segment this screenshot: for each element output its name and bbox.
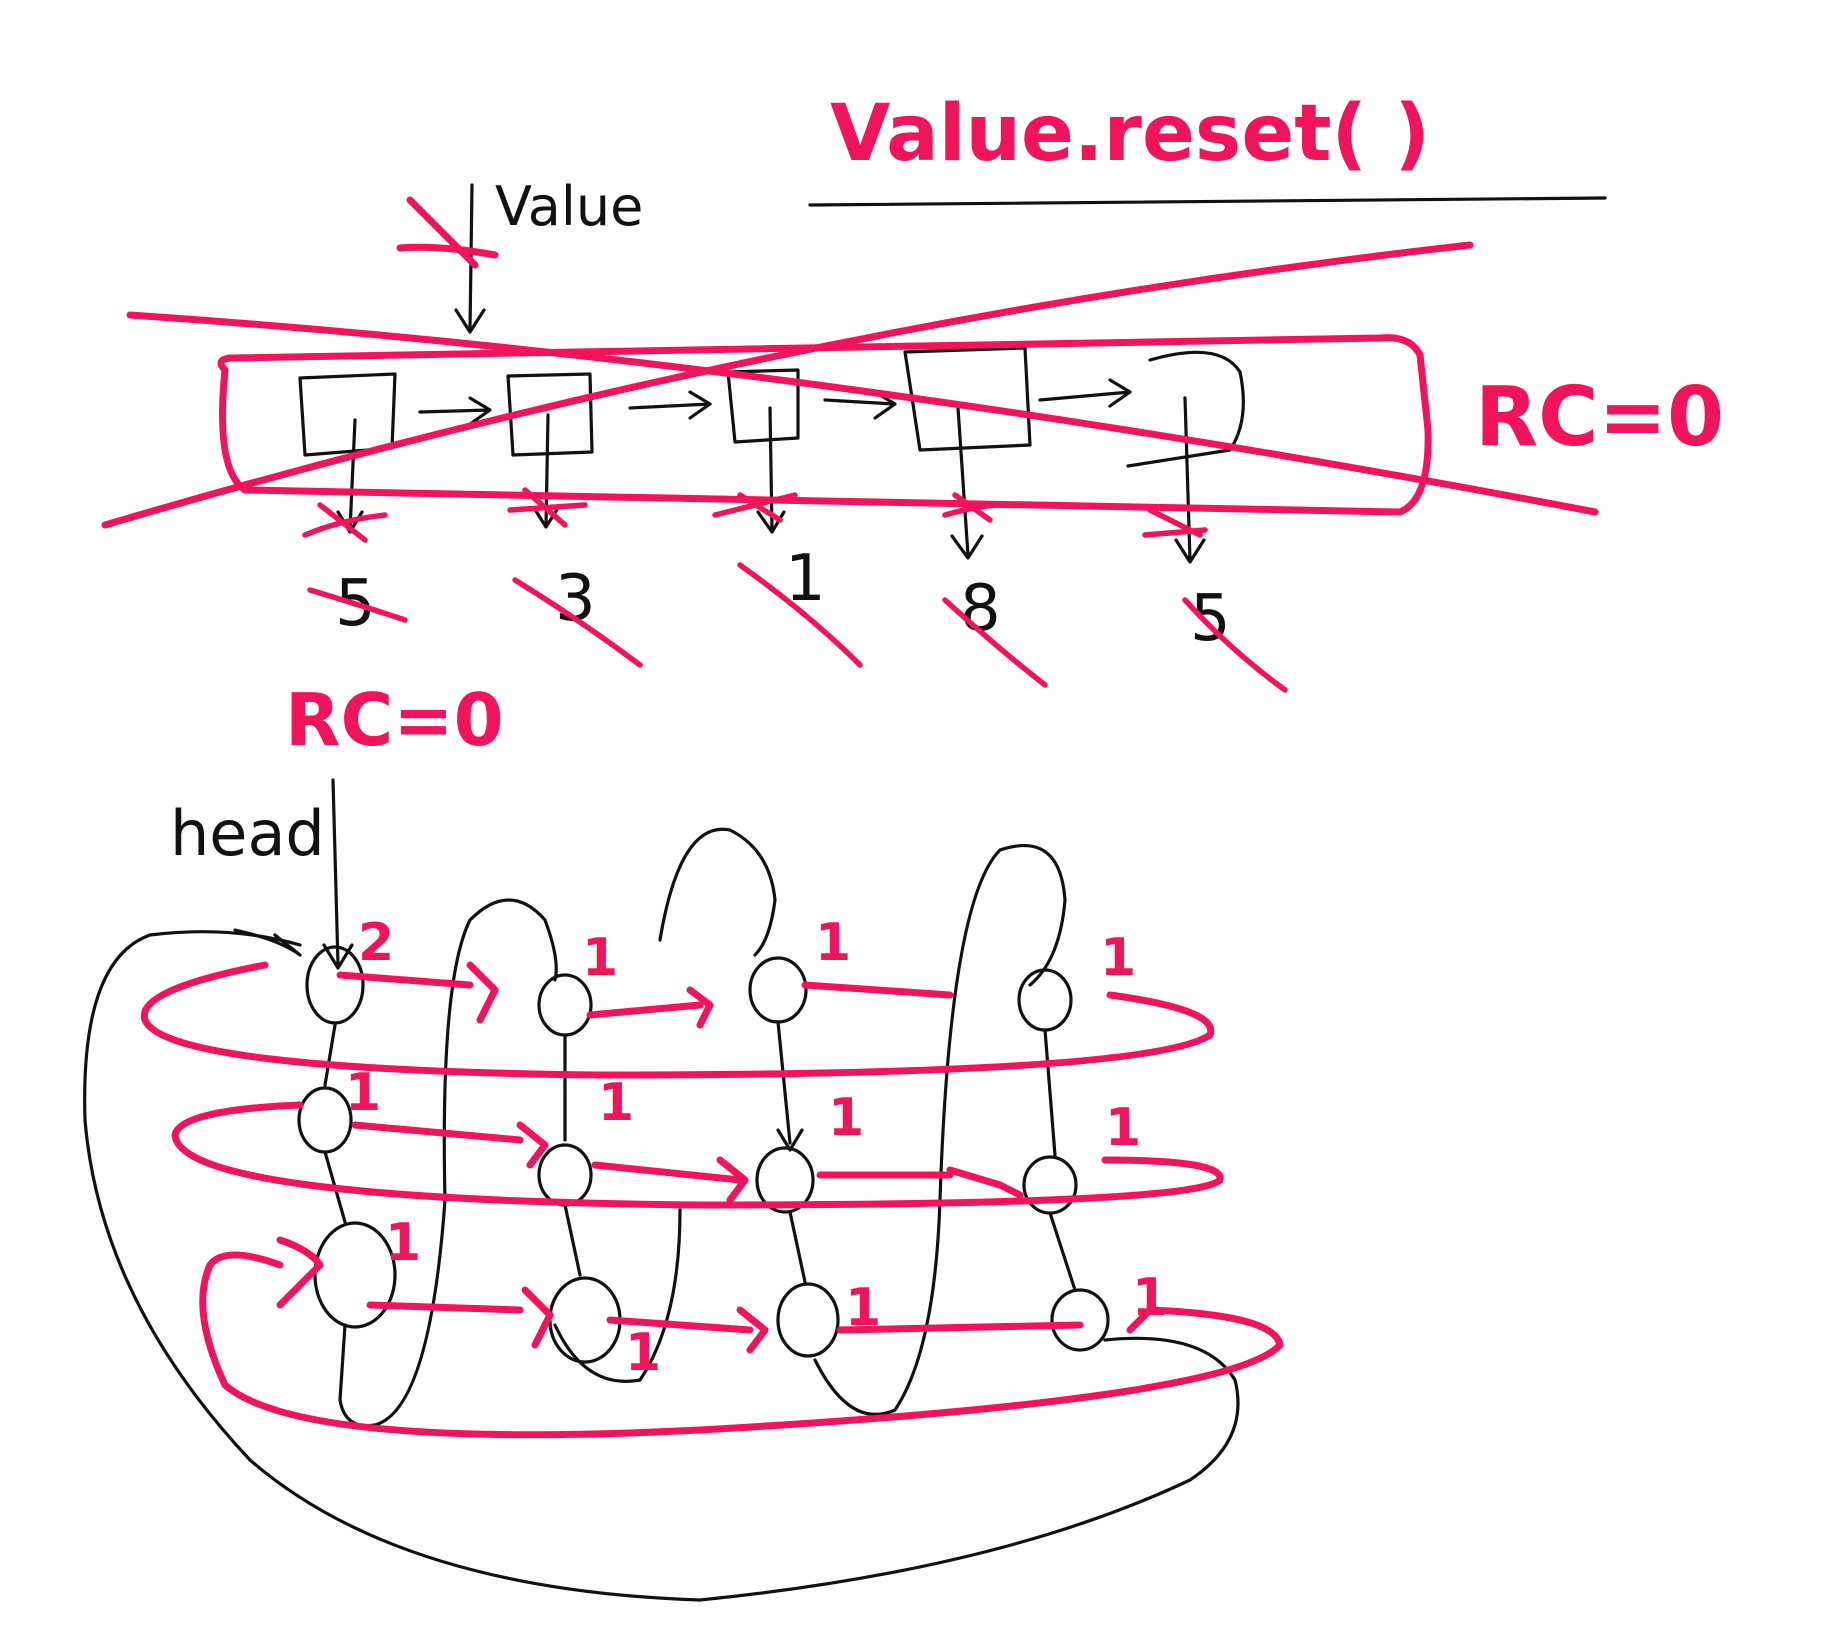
bottom-ref-count-label: RC=0 [285, 678, 504, 762]
list-node-4 [903, 346, 1032, 560]
ref-count: 1 [1100, 928, 1136, 988]
ref-count: 1 [385, 1213, 421, 1273]
ref-count: 2 [358, 913, 394, 973]
heading-underline [808, 196, 1607, 207]
ref-count: 1 [828, 1088, 864, 1148]
graph-node [1050, 1288, 1110, 1352]
head-label: head [170, 797, 325, 870]
node-value-5: 5 [1190, 582, 1231, 656]
graph-node [305, 945, 365, 1025]
graph-node [748, 956, 808, 1024]
list-node-1 [298, 372, 397, 534]
value-pointer-label: Value [495, 175, 643, 238]
graph-red-rings [140, 961, 1284, 1439]
next-arrow-2 [628, 390, 712, 420]
graph-nodes [297, 945, 1110, 1364]
strike-line-2 [101, 241, 1474, 529]
graph-node [537, 1143, 593, 1207]
ref-count: 1 [625, 1323, 661, 1383]
graph-node [755, 1146, 815, 1214]
ref-count: 1 [1105, 1098, 1141, 1158]
top-ref-count-label: RC=0 [1475, 370, 1724, 465]
node-value-2: 3 [555, 562, 596, 636]
graph-node [297, 1086, 353, 1154]
pointer-cross [396, 196, 499, 269]
next-arrow-1 [418, 396, 492, 426]
reset-call-text: Value.reset( ) [830, 89, 1430, 179]
graph-black-edges [83, 827, 1240, 1602]
head-pointer-arrow [322, 778, 354, 970]
ref-count: 1 [598, 1073, 634, 1133]
graph-node [1022, 1155, 1078, 1215]
ref-count: 1 [582, 928, 618, 988]
next-arrow-4 [1038, 378, 1132, 408]
graph-node [776, 1282, 840, 1358]
graph-node [313, 1221, 397, 1329]
ref-count: 1 [345, 1063, 381, 1123]
ref-count: 1 [815, 913, 851, 973]
graph-node [1017, 968, 1073, 1032]
arrow-crosses [302, 487, 1208, 543]
graph-red-arrows [336, 961, 1154, 1354]
ref-count-labels: 2 1 1 1 1 1 1 1 1 1 1 1 [345, 913, 1168, 1383]
ref-count: 1 [1132, 1268, 1168, 1328]
value-crosses [307, 562, 1288, 693]
strike-line-1 [126, 311, 1599, 516]
ref-count: 1 [845, 1278, 881, 1338]
enclosing-box [217, 334, 1432, 516]
